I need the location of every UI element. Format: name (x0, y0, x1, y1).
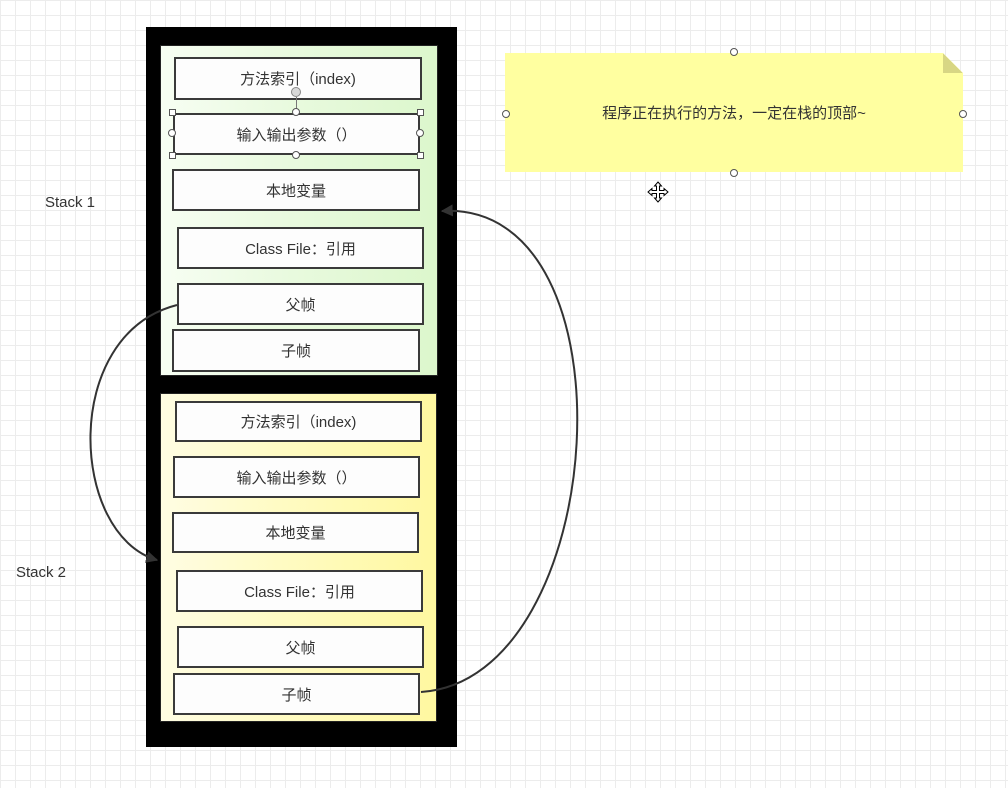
stack-1-child-frame-box[interactable]: 子帧 (172, 329, 420, 372)
resize-handle-top-left[interactable] (169, 109, 176, 116)
move-cursor-icon (647, 181, 669, 203)
resize-handle-bottom-left[interactable] (169, 152, 176, 159)
stack-2-io-params-frame[interactable]: 输入输出参数（） (173, 456, 420, 498)
resize-handle-bottom-right[interactable] (417, 152, 424, 159)
stack-2-label[interactable]: Stack 2 (16, 564, 67, 581)
sticky-note-text: 程序正在执行的方法，一定在栈的顶部~ (602, 105, 866, 122)
rotate-handle[interactable] (291, 87, 301, 97)
stack-2-local-variables-frame[interactable]: 本地变量 (172, 512, 419, 553)
connector-child-frame-to-stack-1[interactable] (420, 204, 579, 693)
stack-2-parent-frame-box[interactable]: 父帧 (177, 626, 424, 668)
anchor-handle-top[interactable] (292, 108, 300, 116)
anchor-handle-left[interactable] (168, 129, 176, 137)
stack-2-method-index-frame[interactable]: 方法索引（index) (175, 401, 422, 442)
note-handle-top[interactable] (730, 48, 738, 56)
anchor-handle-bottom[interactable] (292, 151, 300, 159)
anchor-handle-right[interactable] (416, 129, 424, 137)
stack-1-class-file-ref-frame[interactable]: Class File：引用 (177, 227, 424, 269)
note-handle-bottom[interactable] (730, 169, 738, 177)
sticky-note-fold (943, 53, 963, 73)
stack-1-method-index-frame[interactable]: 方法索引（index) (174, 57, 422, 100)
note-handle-left[interactable] (502, 110, 510, 118)
connector-parent-frame-to-stack-2[interactable] (89, 304, 178, 563)
note-handle-right[interactable] (959, 110, 967, 118)
stack-2-child-frame-box[interactable]: 子帧 (173, 673, 420, 715)
resize-handle-top-right[interactable] (417, 109, 424, 116)
stack-1-label[interactable]: Stack 1 (45, 194, 96, 211)
sticky-note[interactable]: 程序正在执行的方法，一定在栈的顶部~ (505, 53, 963, 172)
stack-1-local-variables-frame[interactable]: 本地变量 (172, 169, 420, 211)
stack-1-parent-frame-box[interactable]: 父帧 (177, 283, 424, 325)
rotate-handle-stem (296, 97, 297, 109)
stack-2-class-file-ref-frame[interactable]: Class File：引用 (176, 570, 423, 612)
